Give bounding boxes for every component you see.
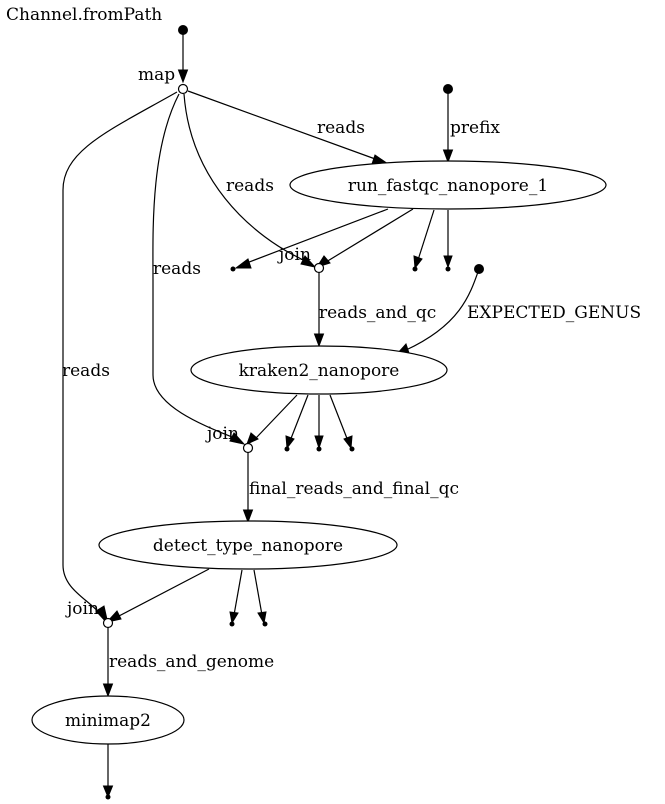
edge-label-map-to-join1: reads <box>226 176 274 196</box>
process-label: kraken2_nanopore <box>239 361 400 381</box>
edge-kraken-to-sink <box>329 394 349 442</box>
operator-label-map: map <box>138 65 175 85</box>
operator-node-join-1[interactable] <box>313 262 325 274</box>
process-detect-type[interactable]: detect_type_nanopore <box>98 520 398 570</box>
arrowhead <box>246 432 259 445</box>
edge-fastqc-to-sink <box>417 209 435 261</box>
operator-node-join-2[interactable] <box>242 442 254 454</box>
edge-detect-to-join3 <box>116 568 210 618</box>
process-ellipse[interactable] <box>190 345 448 395</box>
sink-node <box>229 621 235 627</box>
edges <box>62 30 480 799</box>
arrowhead <box>313 333 325 348</box>
arrowhead <box>443 255 453 269</box>
edge-genus-to-kraken <box>405 268 480 351</box>
sink-node <box>230 266 236 272</box>
arrowhead <box>413 255 423 270</box>
sink-node <box>445 266 451 272</box>
edge-map-to-join1 <box>183 93 313 265</box>
operator-node-join-3[interactable] <box>102 617 114 629</box>
edge-map-to-join3 <box>62 91 178 616</box>
sink-node <box>316 446 322 452</box>
arrowhead <box>234 258 252 269</box>
arrowhead <box>343 435 353 450</box>
source-node-prefix[interactable] <box>443 84 453 94</box>
edge-label-reads-and-qc: reads_and_qc <box>319 303 436 323</box>
arrowhead <box>102 785 114 799</box>
edge-detect-to-sink <box>233 569 243 616</box>
arrowhead <box>257 611 267 625</box>
process-label: run_fastqc_nanopore_1 <box>348 176 548 196</box>
edge-label-reads-and-genome: reads_and_genome <box>109 652 274 672</box>
arrowhead <box>285 435 295 450</box>
source-node-expected-genus[interactable] <box>474 264 484 274</box>
process-run-fastqc[interactable]: run_fastqc_nanopore_1 <box>289 160 607 210</box>
operator-label-join-3: join <box>65 599 99 619</box>
process-label: detect_type_nanopore <box>153 536 343 556</box>
process-label: minimap2 <box>65 711 151 731</box>
edge-kraken-to-sink <box>289 394 309 442</box>
operator-label-join-1: join <box>277 245 311 265</box>
edge-label-final-reads: final_reads_and_final_qc <box>249 479 459 499</box>
sink-node <box>412 266 418 272</box>
sink-node <box>349 446 355 452</box>
arrowhead <box>229 611 239 625</box>
edge-kraken-to-join2 <box>255 394 298 439</box>
edge-fastqc-to-sink <box>243 208 389 265</box>
arrowhead <box>242 509 254 524</box>
edge-label-map-to-join3: reads <box>62 361 110 381</box>
process-kraken2[interactable]: kraken2_nanopore <box>190 345 448 395</box>
arrowhead <box>300 255 317 268</box>
arrowhead <box>177 69 189 84</box>
arrowhead <box>314 435 324 450</box>
source-node-channel[interactable] <box>178 25 188 35</box>
edge-label-prefix: prefix <box>450 118 500 138</box>
edge-map-to-fastqc <box>187 90 379 161</box>
arrowhead <box>229 432 246 445</box>
arrowhead <box>442 149 454 164</box>
source-label-channel: Channel.fromPath <box>6 5 162 25</box>
operator-label-join-2: join <box>205 424 239 444</box>
edge-label-map-to-fastqc: reads <box>317 118 365 138</box>
sink-node <box>284 446 290 452</box>
edge-label-expected-genus: EXPECTED_GENUS <box>467 303 641 323</box>
edge-map-to-join2 <box>152 93 241 441</box>
arrowhead <box>102 683 114 698</box>
process-ellipse[interactable] <box>31 695 185 745</box>
edge-label-map-to-join2: reads <box>153 259 201 279</box>
edge-detect-to-sink <box>253 569 263 616</box>
sink-node <box>262 621 268 627</box>
process-ellipse[interactable] <box>289 160 607 210</box>
operator-node-map[interactable] <box>177 83 189 95</box>
process-minimap2[interactable]: minimap2 <box>31 695 185 745</box>
process-ellipse[interactable] <box>98 520 398 570</box>
edge-fastqc-to-join1 <box>325 208 414 263</box>
sink-node <box>105 794 111 800</box>
sink-nodes <box>105 266 451 800</box>
